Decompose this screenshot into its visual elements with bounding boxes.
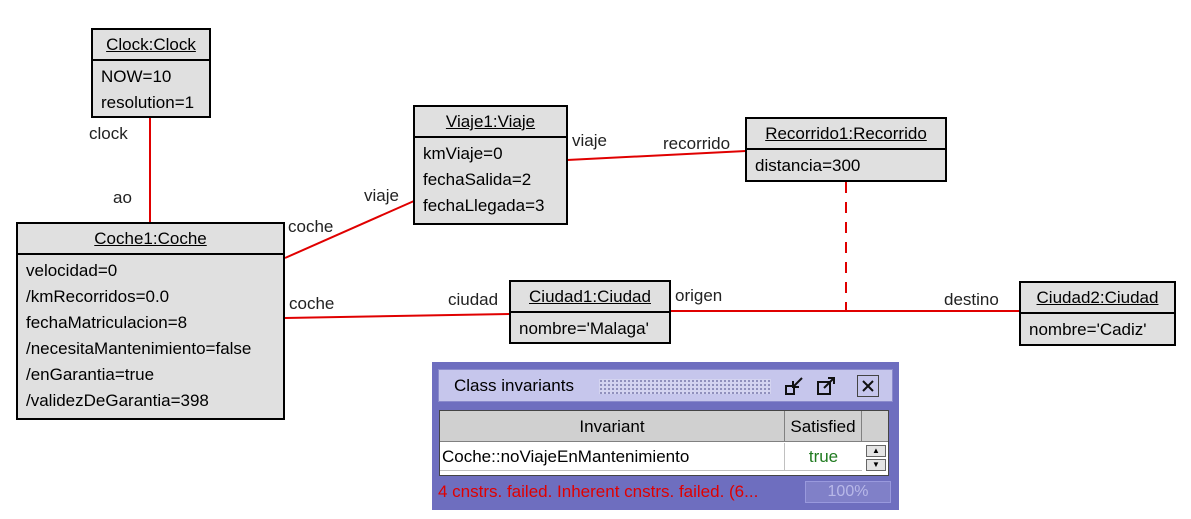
role-label-viaje-coche: viaje <box>364 186 399 205</box>
object-clock[interactable]: Clock:Clock NOW=10 resolution=1 <box>91 28 211 118</box>
attribute: nombre='Malaga' <box>519 319 649 338</box>
attribute: velocidad=0 <box>26 261 118 280</box>
role-label-ciudad: ciudad <box>448 290 499 309</box>
attribute: fechaLlegada=3 <box>423 196 545 215</box>
class-invariants-window[interactable]: Class invariants Invariant Satisfied Coc… <box>432 362 899 510</box>
role-label-origen: origen <box>675 286 723 305</box>
role-label-coche-ciudad: coche <box>289 294 335 313</box>
object-viaje1[interactable]: Viaje1:Viaje kmViaje=0 fechaSalida=2 fec… <box>413 105 568 225</box>
table-cell-satisfied[interactable]: true <box>785 443 862 471</box>
object-attributes: nombre='Malaga' <box>511 313 669 342</box>
attribute: fechaSalida=2 <box>423 170 532 189</box>
object-title: Clock:Clock <box>93 30 209 61</box>
column-header-filler <box>862 411 888 442</box>
scroll-spinner[interactable]: ▲ ▼ <box>866 445 886 471</box>
table-cell-invariant[interactable]: Coche::noViajeEnMantenimiento <box>440 443 785 471</box>
attribute: /necesitaMantenimiento=false <box>26 339 252 358</box>
attribute: NOW=10 <box>101 67 172 86</box>
column-header-invariant[interactable]: Invariant <box>440 411 785 442</box>
window-title-bar[interactable]: Class invariants <box>438 369 893 402</box>
attribute: kmViaje=0 <box>423 144 503 163</box>
window-title: Class invariants <box>454 376 574 395</box>
role-label-recorrido: recorrido <box>663 134 731 153</box>
object-attributes: kmViaje=0 fechaSalida=2 fechaLlegada=3 <box>415 138 566 219</box>
role-label-viaje-recorrido: viaje <box>572 131 607 150</box>
maximize-icon[interactable] <box>815 375 837 397</box>
object-coche1[interactable]: Coche1:Coche velocidad=0 /kmRecorridos=0… <box>16 222 285 420</box>
object-title: Viaje1:Viaje <box>415 107 566 138</box>
link-coche-ciudad1[interactable] <box>284 313 511 319</box>
object-attributes: NOW=10 resolution=1 <box>93 61 209 116</box>
column-header-satisfied[interactable]: Satisfied <box>785 411 862 442</box>
object-attributes: nombre='Cadiz' <box>1021 314 1174 343</box>
link-viaje-recorrido[interactable] <box>566 150 747 161</box>
role-label-destino: destino <box>944 290 999 309</box>
link-coche-viaje[interactable] <box>284 200 415 259</box>
title-bar-grip <box>599 379 771 394</box>
role-label-ao: ao <box>113 188 132 207</box>
attribute: /kmRecorridos=0.0 <box>26 287 170 306</box>
attribute: /enGarantia=true <box>26 365 155 384</box>
object-title: Coche1:Coche <box>18 224 283 255</box>
role-label-coche-viaje: coche <box>288 217 334 236</box>
attribute: distancia=300 <box>755 156 861 175</box>
object-title: Ciudad2:Ciudad <box>1021 283 1174 314</box>
progress-bar: 100% <box>805 481 891 503</box>
attribute: resolution=1 <box>101 93 195 112</box>
attribute: fechaMatriculacion=8 <box>26 313 188 332</box>
object-recorrido1[interactable]: Recorrido1:Recorrido distancia=300 <box>745 117 947 182</box>
object-title: Recorrido1:Recorrido <box>747 119 945 150</box>
object-attributes: velocidad=0 /kmRecorridos=0.0 fechaMatri… <box>18 255 283 414</box>
object-ciudad2[interactable]: Ciudad2:Ciudad nombre='Cadiz' <box>1019 281 1176 346</box>
scroll-up-icon[interactable]: ▲ <box>866 445 886 457</box>
attribute: nombre='Cadiz' <box>1029 320 1147 339</box>
role-label-clock: clock <box>89 124 128 143</box>
close-icon[interactable] <box>857 375 879 397</box>
object-title: Ciudad1:Ciudad <box>511 282 669 313</box>
object-attributes: distancia=300 <box>747 150 945 179</box>
invariants-table[interactable]: Invariant Satisfied Coche::noViajeEnMant… <box>439 410 889 476</box>
scroll-down-icon[interactable]: ▼ <box>866 459 886 471</box>
object-ciudad1[interactable]: Ciudad1:Ciudad nombre='Malaga' <box>509 280 671 344</box>
minimize-icon[interactable] <box>783 375 805 397</box>
attribute: /validezDeGarantia=398 <box>26 391 209 410</box>
status-message: 4 cnstrs. failed. Inherent cnstrs. faile… <box>438 482 759 501</box>
